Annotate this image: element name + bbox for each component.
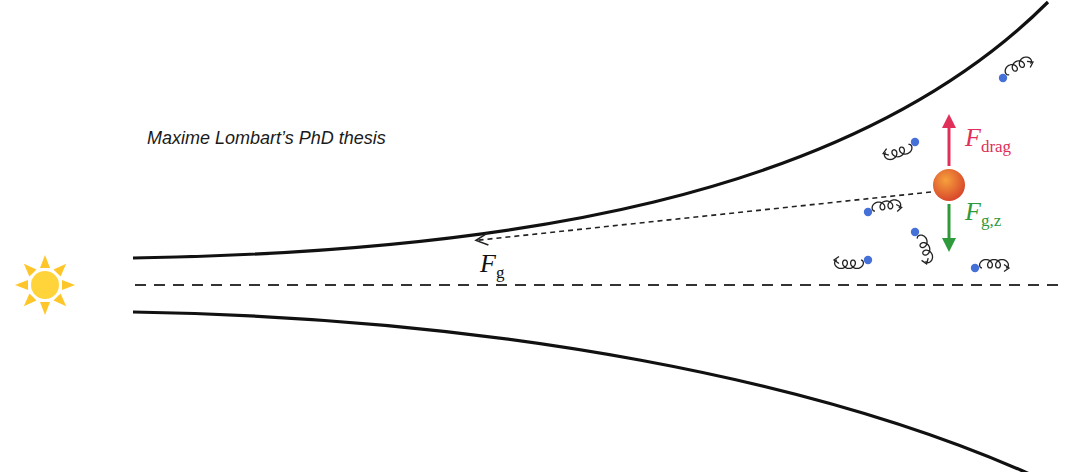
trajectory-arrowhead (896, 205, 902, 212)
molecule-dot (864, 256, 872, 264)
gravity-arrow-line (478, 192, 931, 240)
dust-grain (933, 169, 965, 201)
drag-arrow-head (942, 114, 956, 128)
gas-molecule (864, 200, 902, 216)
molecule-trajectory (1005, 57, 1031, 75)
trajectory-arrowhead (1027, 61, 1033, 67)
gas-molecule (834, 256, 872, 269)
trajectory-arrowhead (1004, 265, 1009, 272)
molecule-trajectory (884, 144, 911, 159)
midplane-line (135, 284, 1066, 286)
gas-molecule (971, 260, 1009, 273)
molecule-dot (911, 138, 919, 146)
molecule-dot (911, 228, 919, 236)
trajectory-arrowhead (883, 149, 889, 156)
star-symbol (15, 255, 75, 315)
force-label: Fg,z (965, 196, 1001, 231)
trajectory-arrowhead (834, 257, 839, 264)
vertical-gravity-arrow-head (942, 238, 956, 252)
force-label: Fdrag (965, 122, 1011, 157)
gas-molecule (911, 228, 933, 264)
molecule-trajectory (835, 260, 864, 268)
molecule-trajectory (872, 200, 901, 211)
molecule-dot (999, 74, 1007, 82)
gas-molecule (999, 57, 1033, 82)
molecule-dot (864, 208, 872, 216)
gravity-arrow-head (476, 233, 488, 245)
force-label: Fg (480, 248, 504, 283)
disk-lower-surface (133, 312, 1034, 472)
disk-upper-surface (133, 2, 1048, 258)
trajectory-arrowhead (922, 258, 929, 264)
molecule-trajectory (980, 260, 1009, 268)
molecule-trajectory (917, 235, 932, 262)
drag-arrow-line (948, 126, 951, 166)
molecule-dot (971, 264, 979, 272)
vertical-gravity-arrow-line (948, 204, 951, 240)
source-note: Maxime Lombart’s PhD thesis (147, 128, 386, 150)
gas-molecule (883, 138, 919, 160)
